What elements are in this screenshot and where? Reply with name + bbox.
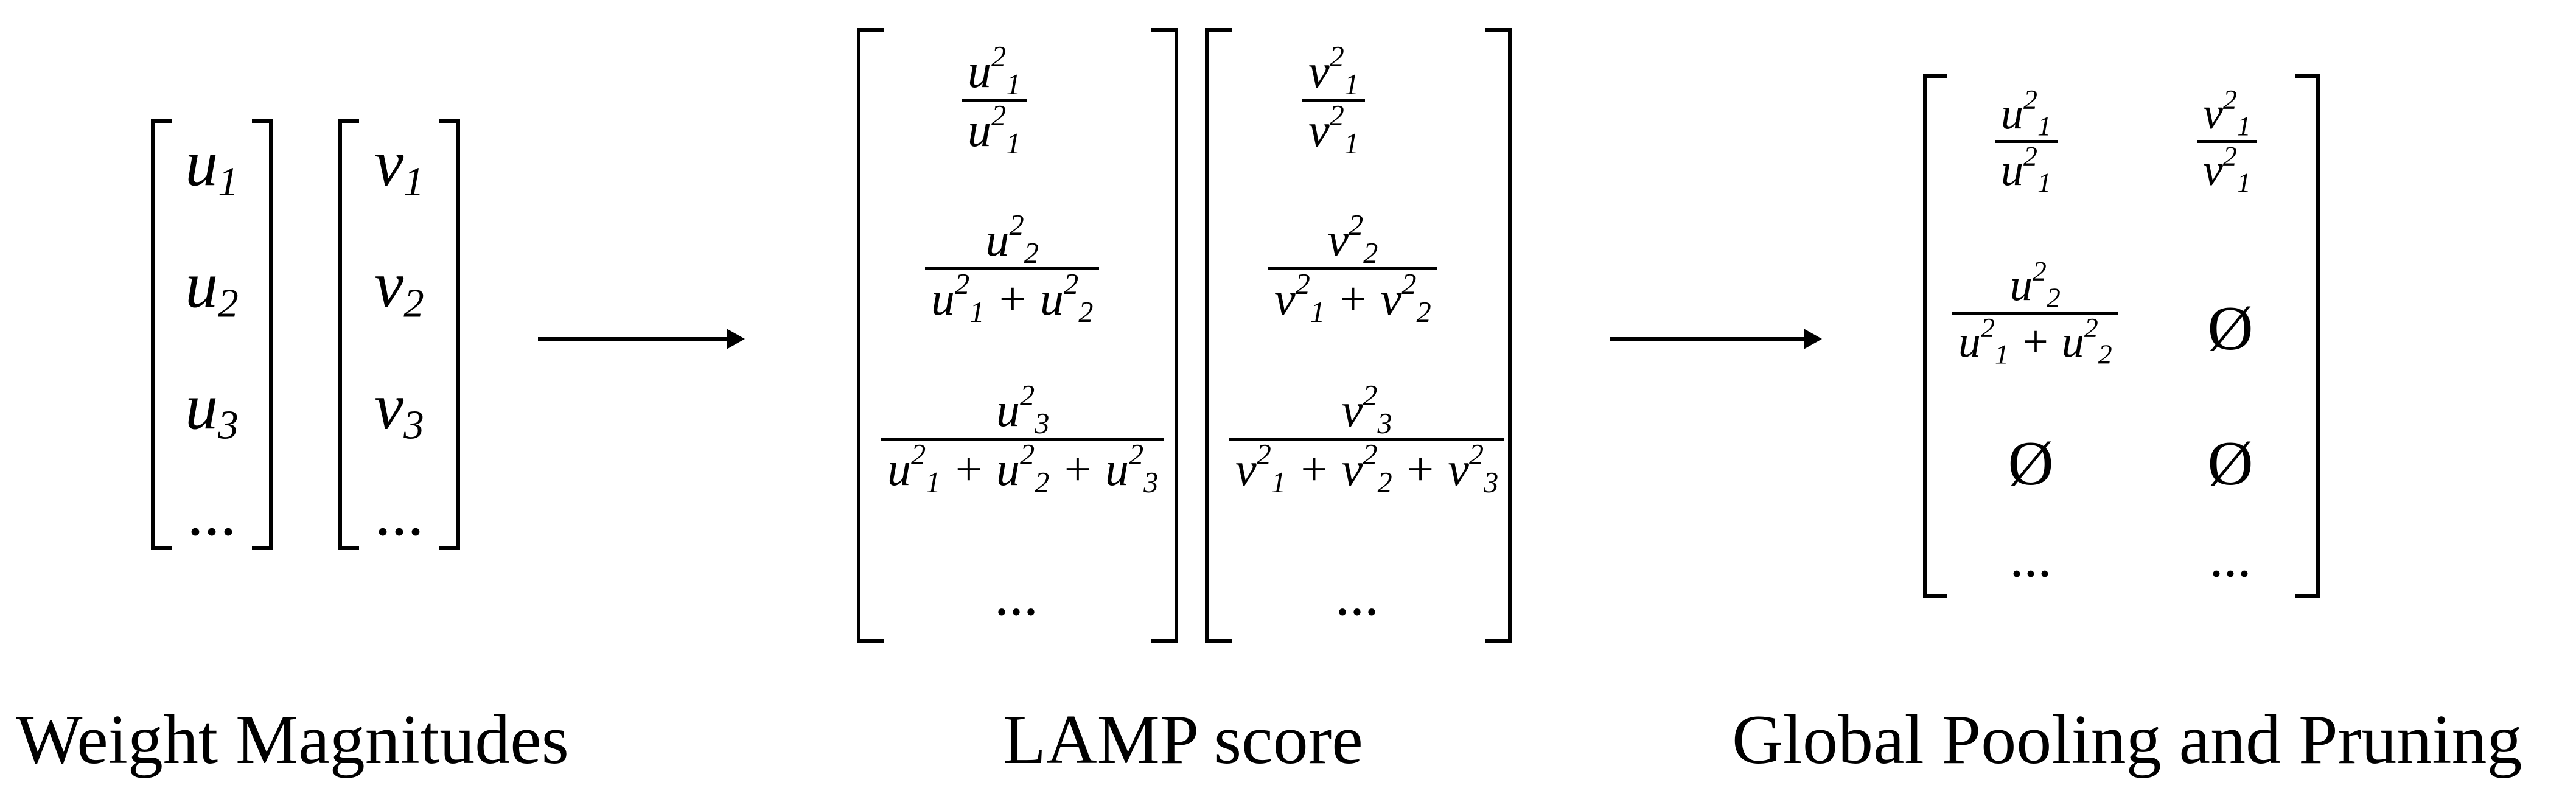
- pooled-v-ellipsis: ...: [2209, 526, 2252, 588]
- lamp-v-ellipsis: ...: [1335, 562, 1379, 627]
- lamp-u-ellipsis: ...: [994, 562, 1038, 627]
- v1-entry: v1: [374, 127, 424, 204]
- pooled-v1-fraction: v21 v21: [2197, 85, 2257, 197]
- lamp-v1-fraction: v21 v21: [1302, 42, 1365, 159]
- lamp-v-right-bracket: [1485, 28, 1512, 643]
- arrow-to-pooling: [1610, 329, 1822, 349]
- u1-entry: u1: [185, 127, 239, 204]
- lamp-u-left-bracket: [857, 28, 884, 643]
- lamp-v3-fraction: v23 v21 + v22 + v23: [1229, 381, 1505, 498]
- v-ellipsis: ...: [374, 477, 424, 549]
- arrow-to-lamp: [538, 329, 745, 349]
- v2-entry: v2: [374, 249, 424, 326]
- pooled-u2-fraction: u22 u21 + u22: [1952, 257, 2118, 368]
- pruned-v2-empty-set: Ø: [2207, 293, 2253, 363]
- lamp-u-right-bracket: [1151, 28, 1178, 643]
- lamp-u3-fraction: u23 u21 + u22 + u23: [881, 381, 1165, 498]
- u-vector-left-bracket: [151, 119, 172, 550]
- caption-lamp-score: LAMP score: [1003, 701, 1363, 779]
- pooled-right-bracket: [2295, 74, 2320, 598]
- pooled-left-bracket: [1923, 74, 1947, 598]
- caption-weight-magnitudes: Weight Magnitudes: [16, 701, 569, 779]
- pooled-u1-fraction: u21 u21: [1995, 85, 2058, 197]
- u-vector-right-bracket: [252, 119, 273, 550]
- v3-entry: v3: [374, 371, 424, 448]
- pooled-u-ellipsis: ...: [2009, 526, 2052, 588]
- u3-entry: u3: [185, 371, 239, 448]
- pruned-u3-empty-set: Ø: [2008, 428, 2054, 498]
- lamp-v-left-bracket: [1205, 28, 1232, 643]
- u-ellipsis: ...: [187, 477, 237, 549]
- u2-entry: u2: [185, 249, 239, 326]
- v-vector-left-bracket: [338, 119, 359, 550]
- pruned-v3-empty-set: Ø: [2207, 428, 2253, 498]
- lamp-u2-fraction: u22 u21 + u22: [925, 211, 1100, 327]
- lamp-v2-fraction: v22 v21 + v22: [1268, 211, 1437, 327]
- v-vector-right-bracket: [439, 119, 460, 550]
- lamp-u1-fraction: u21 u21: [962, 42, 1027, 159]
- caption-global-pooling-pruning: Global Pooling and Pruning: [1732, 701, 2522, 779]
